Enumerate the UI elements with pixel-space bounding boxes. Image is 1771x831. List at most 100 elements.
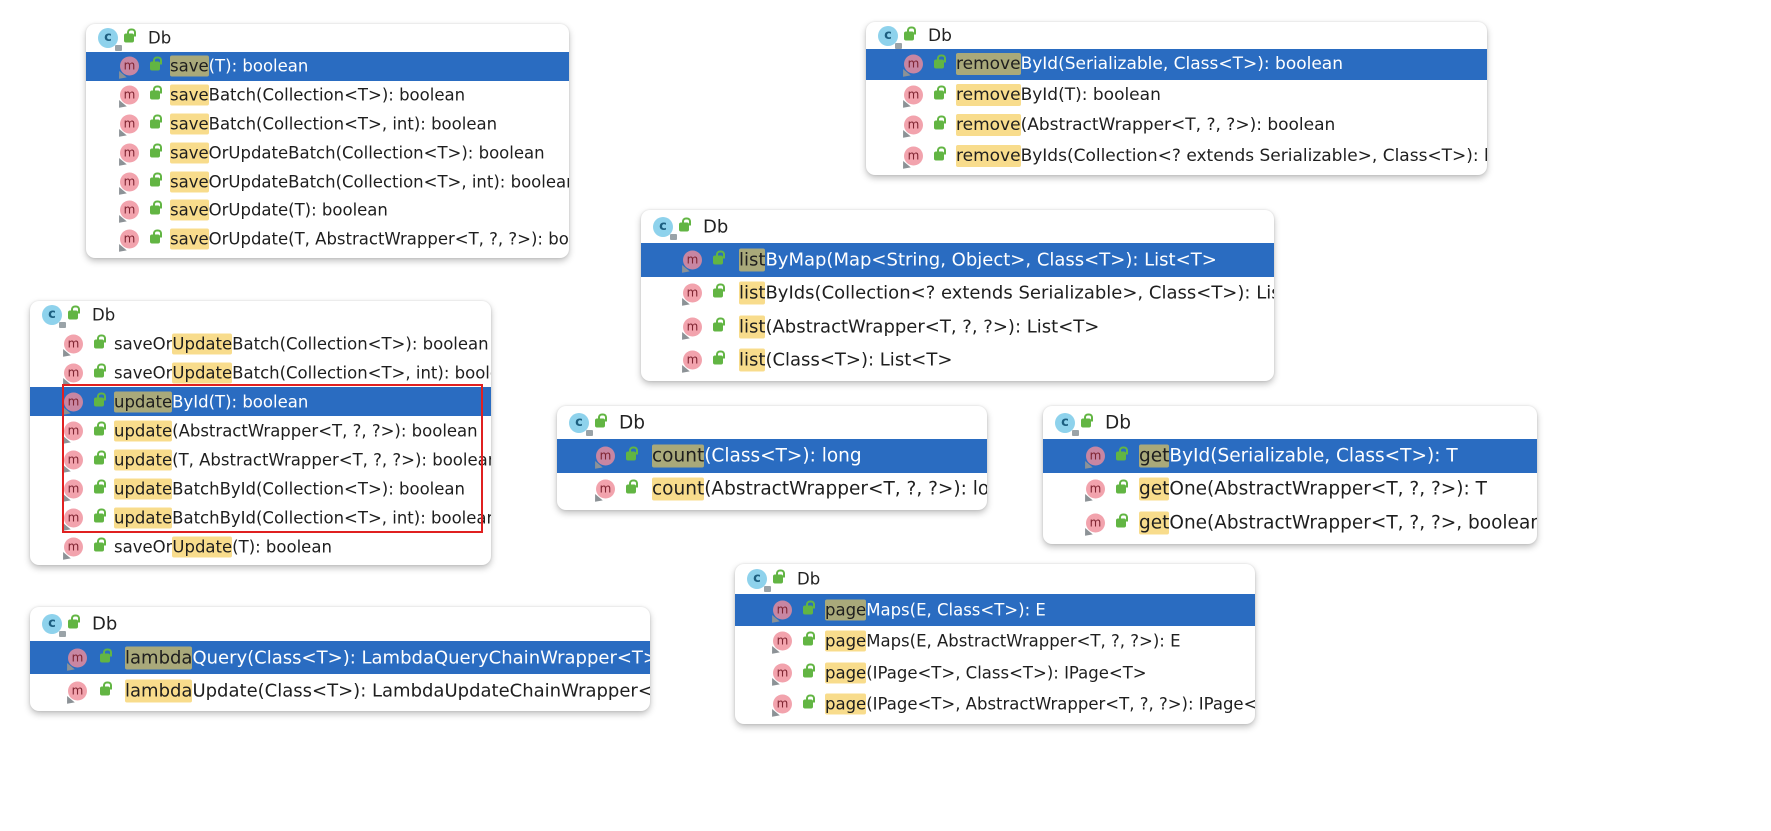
completion-item[interactable]: m list(AbstractWrapper<T, ?, ?>): List<T> [641, 310, 1274, 344]
popup-class-name: Db [928, 25, 952, 46]
method-signature: updateBatchById(Collection<T>): boolean [114, 478, 465, 499]
matched-text-highlight: update [114, 420, 173, 441]
method-icon: m [120, 143, 139, 163]
completion-item[interactable]: m saveOrUpdateBatch(Collection<T>): boole… [86, 138, 569, 167]
completion-item[interactable]: m count(AbstractWrapper<T, ?, ?>): long [557, 473, 987, 507]
lock-icon [94, 479, 106, 493]
signature-rest: OrUpdateBatch(Collection<T>, int): boole… [208, 172, 569, 192]
method-icon: m [64, 450, 83, 469]
matched-text-highlight: save [170, 84, 209, 106]
method-icon: m [683, 317, 702, 337]
method-signature: saveOrUpdateBatch(Collection<T>, int): b… [114, 362, 491, 383]
lock-icon [934, 115, 946, 130]
signature-rest: OrUpdate(T): boolean [208, 200, 388, 220]
method-icon: m [120, 56, 139, 76]
method-icon: m [64, 479, 83, 498]
signature-rest: (Class<T>): List<T> [765, 349, 953, 371]
signature-rest: ById(Serializable, Class<T>): T [1169, 445, 1458, 467]
signature-prefix: saveOr [114, 334, 173, 353]
signature-rest: One(AbstractWrapper<T, ?, ?>, boolean): … [1169, 512, 1537, 534]
popup-class-name: Db [703, 216, 729, 237]
matched-text-highlight: get [1139, 511, 1170, 535]
method-icon: m [120, 229, 139, 249]
lock-icon [1116, 513, 1128, 528]
method-signature: count(AbstractWrapper<T, ?, ?>): long [652, 477, 987, 501]
matched-text-highlight: list [739, 315, 766, 339]
method-signature: removeById(Serializable, Class<T>): bool… [956, 53, 1343, 76]
method-signature: pageMaps(E, AbstractWrapper<T, ?, ?>): E [825, 630, 1181, 652]
signature-rest: OrUpdate(T, AbstractWrapper<T, ?, ?>): b… [208, 229, 569, 249]
method-signature: list(AbstractWrapper<T, ?, ?>): List<T> [739, 315, 1100, 339]
method-signature: saveOrUpdateBatch(Collection<T>): boolea… [170, 142, 545, 164]
lock-icon [150, 85, 162, 100]
method-signature: lambdaQuery(Class<T>): LambdaQueryChainW… [125, 646, 650, 669]
method-icon: m [683, 283, 702, 303]
signature-rest: Batch(Collection<T>): boolean [208, 85, 466, 105]
matched-text-highlight: page [825, 630, 867, 652]
signature-rest: ByMap(Map<String, Object>, Class<T>): Li… [765, 249, 1217, 271]
completion-item[interactable]: m removeById(Serializable, Class<T>): boo… [866, 49, 1487, 80]
lock-icon [1081, 413, 1093, 427]
method-icon: m [773, 631, 792, 651]
method-icon: m [904, 54, 923, 74]
method-signature: getOne(AbstractWrapper<T, ?, ?>, boolean… [1139, 511, 1537, 535]
completion-item[interactable]: m pageMaps(E, AbstractWrapper<T, ?, ?>): … [735, 626, 1255, 658]
method-icon: m [904, 146, 923, 166]
completion-item[interactable]: m getById(Serializable, Class<T>): T [1043, 439, 1537, 473]
matched-text-highlight: save [170, 55, 209, 77]
matched-text-highlight: get [1139, 444, 1170, 468]
matched-text-highlight: Update [172, 536, 233, 557]
popup-class-name: Db [797, 569, 821, 589]
matched-text-highlight: save [170, 142, 209, 164]
method-signature: getById(Serializable, Class<T>): T [1139, 444, 1458, 468]
lock-icon [713, 283, 725, 298]
matched-text-highlight: update [114, 478, 173, 499]
signature-rest: (AbstractWrapper<T, ?, ?>): List<T> [765, 316, 1100, 338]
class-icon: c [42, 614, 66, 637]
method-icon: m [1086, 446, 1105, 466]
matched-text-highlight: count [652, 477, 705, 501]
completion-item[interactable]: m updateBatchById(Collection<T>): boolean [30, 474, 491, 503]
method-signature: page(IPage<T>, Class<T>): IPage<T> [825, 662, 1147, 684]
signature-rest: Batch(Collection<T>): boolean [232, 334, 489, 353]
matched-text-highlight: remove [956, 144, 1021, 167]
method-signature: saveOrUpdate(T): boolean [170, 199, 388, 221]
lock-icon [713, 250, 725, 265]
signature-rest: ById(Serializable, Class<T>): boolean [1020, 54, 1343, 75]
method-icon: m [904, 115, 923, 135]
method-icon: m [596, 479, 615, 499]
